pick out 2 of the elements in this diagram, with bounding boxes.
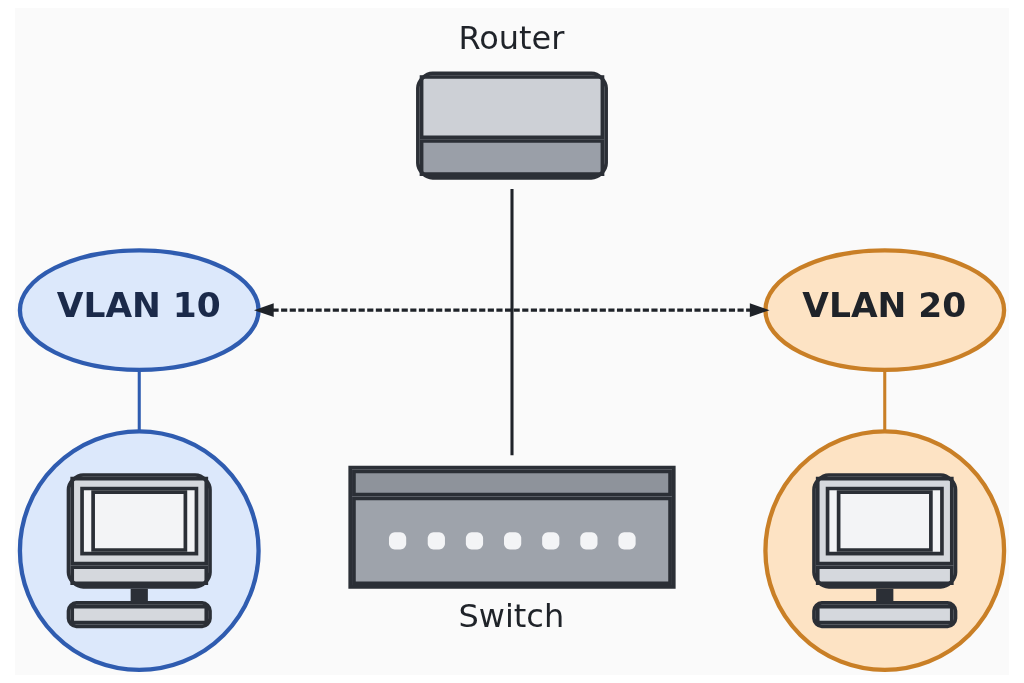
node-label: Router xyxy=(458,19,565,58)
node-label: Switch xyxy=(458,596,565,635)
